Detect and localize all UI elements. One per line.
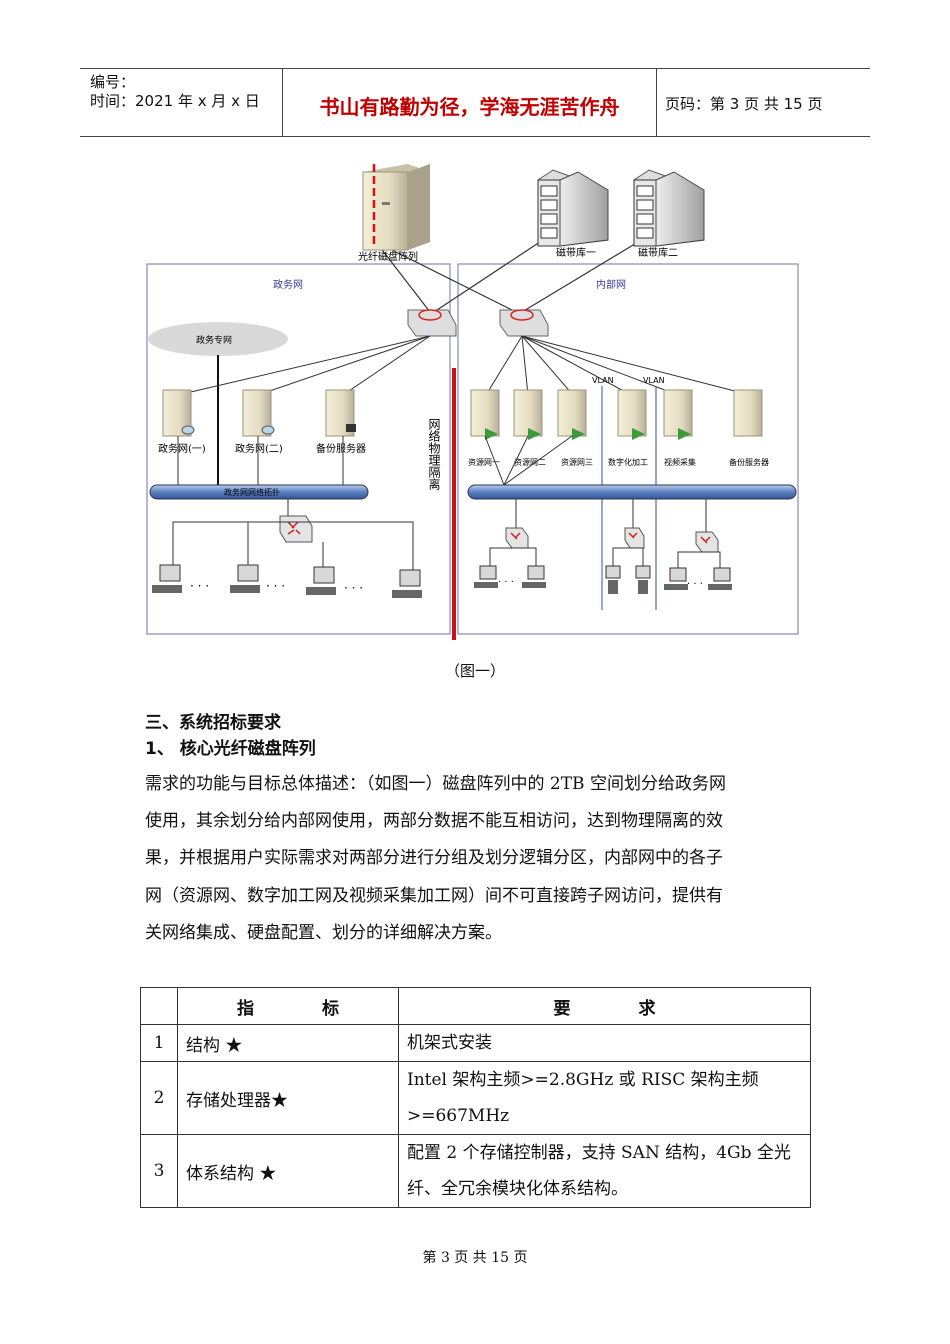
row-index: 存储处理器★ <box>177 1061 399 1135</box>
row-number: 1 <box>140 1024 178 1062</box>
left-pc-3-icon <box>306 566 336 595</box>
description-paragraph: 需求的功能与目标总体描述：（如图一）磁盘阵列中的 2TB 空间划分给政务网 使用… <box>145 766 805 952</box>
right-server-label-2: 资源网二 <box>514 457 546 467</box>
row-index: 体系结构 ★ <box>177 1134 399 1208</box>
left-pc-1-icon <box>152 564 182 593</box>
page-number-label: 页码：第 3 页 共 15 页 <box>665 95 823 113</box>
left-dots-2: · · · <box>266 579 285 593</box>
row-number: 3 <box>140 1134 178 1208</box>
requirement-line: >=667MHz <box>407 1106 510 1126</box>
header-page-cell: 页码：第 3 页 共 15 页 <box>657 69 870 136</box>
left-pc-2-icon <box>230 564 260 593</box>
left-zone-box <box>146 263 451 635</box>
network-diagram: 政务网 内部网 光纤磁盘阵列 磁带库一 磁带库二 <box>138 150 813 645</box>
tape-library-1-icon <box>537 169 609 247</box>
paragraph-line-1: 需求的功能与目标总体描述：（如图一）磁盘阵列中的 2TB 空间划分给政务网 <box>145 774 726 794</box>
table-row: 1 结构 ★ 机架式安装 <box>140 1024 811 1062</box>
table-header-index: 指 标 <box>177 987 399 1025</box>
right-server-label-1: 资源网一 <box>468 457 500 467</box>
right-dots-1: · · · <box>498 577 514 588</box>
left-dots-1: · · · <box>190 579 209 593</box>
left-server-1-icon <box>162 389 195 437</box>
section-heading: 三、系统招标要求 <box>145 713 281 733</box>
subsection-heading: 1、 核心光纤磁盘阵列 <box>145 739 316 759</box>
right-pc-4-icon <box>635 565 651 594</box>
row-index: 结构 ★ <box>177 1024 399 1062</box>
right-pc-5-icon <box>664 567 688 590</box>
table-header-row: 指 标 要 求 <box>140 987 811 1025</box>
row-number: 2 <box>140 1061 178 1135</box>
isolation-label: 网络物理隔离 <box>427 418 441 491</box>
right-pc-3-icon <box>605 565 621 594</box>
row-requirement: Intel 架构主频>=2.8GHz 或 RISC 架构主频 >=667MHz <box>398 1061 811 1135</box>
left-bus-label: 政务网网络拓扑 <box>224 487 280 497</box>
private-net-ellipse <box>148 322 288 356</box>
right-server-label-4: 数字化加工 <box>608 457 648 467</box>
paragraph-line-3: 果，并根据用户实际需求对两部分进行分组及划分逻辑分区，内部网中的各子 <box>145 848 723 869</box>
tape-library-2-label: 磁带库二 <box>638 246 678 259</box>
header-motto-cell: 书山有路勤为径，学海无涯苦作舟 <box>283 69 657 136</box>
requirement-line: 纤、全冗余模块化体系结构。 <box>407 1179 628 1199</box>
paragraph-line-4: 网（资源网、数字加工网及视频采集加工网）间不可直接跨子网访问，提供有 <box>145 885 723 906</box>
left-server-2-icon <box>242 389 275 437</box>
private-net-label: 政务专网 <box>196 334 232 346</box>
right-zone-box <box>457 263 799 635</box>
right-server-label-5: 视频采集 <box>664 457 696 467</box>
tape-library-2-icon <box>633 169 705 247</box>
requirement-line: 机架式安装 <box>407 1033 492 1053</box>
vlan-label-1: VLAN <box>592 376 614 385</box>
left-server-label-2: 政务网(二) <box>235 442 283 455</box>
left-bus <box>149 484 369 500</box>
header-info-cell: 编号： 时间：2021 年 x 月 x 日 <box>80 69 283 136</box>
left-server-label-1: 政务网(一) <box>158 442 206 455</box>
table-row: 2 存储处理器★ Intel 架构主频>=2.8GHz 或 RISC 架构主频 … <box>140 1061 811 1135</box>
right-dots-2: · · · <box>687 579 703 590</box>
right-access-switch-3-icon <box>695 531 719 553</box>
left-core-switch-icon <box>407 309 457 337</box>
motto: 书山有路勤为径，学海无涯苦作舟 <box>319 95 620 119</box>
paragraph-line-5: 关网络集成、硬盘配置、划分的详细解决方案。 <box>145 922 502 943</box>
left-dots-3: · · · <box>344 581 363 595</box>
tape-library-1-label: 磁带库一 <box>556 246 596 259</box>
right-server-4-icon <box>617 389 647 440</box>
requirement-line: Intel 架构主频>=2.8GHz 或 RISC 架构主频 <box>407 1070 759 1090</box>
right-server-5-icon <box>663 389 693 440</box>
page-header: 编号： 时间：2021 年 x 月 x 日 书山有路勤为径，学海无涯苦作舟 页码… <box>80 68 870 137</box>
requirements-table: 指 标 要 求 1 结构 ★ 机架式安装 2 存储处理器★ Intel 架构主频… <box>140 987 811 1208</box>
right-server-label-3: 资源网三 <box>561 457 593 467</box>
right-bus <box>467 484 797 500</box>
disk-array-label: 光纤磁盘阵列 <box>358 250 418 263</box>
right-core-switch-icon <box>499 309 549 337</box>
right-zone-label: 内部网 <box>596 278 626 291</box>
date-label: 时间：2021 年 x 月 x 日 <box>90 92 260 110</box>
requirement-line: 配置 2 个存储控制器，支持 SAN 结构，4Gb 全光 <box>407 1143 791 1163</box>
disk-array-icon <box>362 164 430 251</box>
right-server-2-icon <box>513 389 543 440</box>
right-server-1-icon <box>470 389 500 440</box>
right-pc-6-icon <box>708 567 732 590</box>
right-server-label-6: 备份服务器 <box>729 457 769 467</box>
table-header-requirement: 要 求 <box>398 987 811 1025</box>
figure-caption: （图一） <box>444 662 505 680</box>
doc-number-label: 编号： <box>90 73 136 91</box>
table-row: 3 体系结构 ★ 配置 2 个存储控制器，支持 SAN 结构，4Gb 全光 纤、… <box>140 1134 811 1208</box>
right-access-switch-1-icon <box>505 527 529 549</box>
paragraph-line-2: 使用，其余划分给内部网使用，两部分数据不能互相访问，达到物理隔离的效 <box>145 811 723 832</box>
right-pc-1-icon <box>474 565 498 588</box>
table-header-no <box>140 987 178 1025</box>
right-server-3-icon <box>557 389 587 440</box>
right-backup-server-icon <box>733 389 763 437</box>
left-pc-4-icon <box>392 569 422 598</box>
right-access-switch-2-icon <box>624 527 645 549</box>
left-access-switch-icon <box>279 515 313 543</box>
vlan-label-2: VLAN <box>643 376 665 385</box>
row-requirement: 机架式安装 <box>398 1024 811 1062</box>
left-server-label-3: 备份服务器 <box>316 442 366 455</box>
page-footer: 第 3 页 共 15 页 <box>422 1250 528 1266</box>
row-requirement: 配置 2 个存储控制器，支持 SAN 结构，4Gb 全光 纤、全冗余模块化体系结… <box>398 1134 811 1208</box>
right-pc-2-icon <box>522 565 546 588</box>
left-zone-label: 政务网 <box>273 278 303 291</box>
left-backup-server-icon <box>325 389 356 437</box>
